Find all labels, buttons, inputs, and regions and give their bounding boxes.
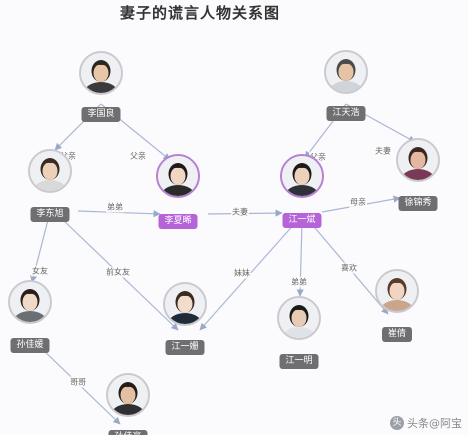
edge-label: 弟弟 xyxy=(106,201,124,213)
edge-label: 妹妹 xyxy=(233,267,251,279)
edge-label: 夫妻 xyxy=(374,145,392,157)
person-name-tag[interactable]: 孙佳豪 xyxy=(108,430,148,435)
person-name-tag[interactable]: 崔倩 xyxy=(381,327,413,342)
person-name-tag[interactable]: 李东旭 xyxy=(30,207,70,222)
person-portrait-icon xyxy=(30,151,70,191)
edge-label: 夫妻 xyxy=(231,206,249,218)
edge-label: 喜欢 xyxy=(340,262,358,274)
edge-label: 父亲 xyxy=(309,151,327,163)
avatar-photo[interactable] xyxy=(156,154,200,198)
toutiao-logo-icon: 头 xyxy=(390,416,404,430)
person-name-tag[interactable]: 徐锦秀 xyxy=(398,196,438,211)
person-portrait-icon xyxy=(158,156,198,196)
avatar-photo[interactable] xyxy=(396,138,440,182)
avatar-photo[interactable] xyxy=(163,282,207,326)
person-portrait-icon xyxy=(108,375,148,415)
avatar-photo[interactable] xyxy=(28,149,72,193)
watermark-text: 头条@阿宝 xyxy=(407,417,462,430)
edge-label: 父亲 xyxy=(129,150,147,162)
edge-label: 哥哥 xyxy=(69,376,87,388)
avatar-photo[interactable] xyxy=(79,51,123,95)
edge-label: 前女友 xyxy=(105,266,131,278)
edge-label: 女友 xyxy=(31,265,49,277)
avatar-photo[interactable] xyxy=(277,296,321,340)
person-name-tag[interactable]: 孙佳媛 xyxy=(10,338,50,353)
person-name-tag[interactable]: 江一斌 xyxy=(282,213,322,228)
person-name-tag[interactable]: 李夏晞 xyxy=(158,214,198,229)
person-portrait-icon xyxy=(279,298,319,338)
avatar-photo[interactable] xyxy=(8,280,52,324)
edge-label: 父亲 xyxy=(59,150,77,162)
edge-label: 弟弟 xyxy=(290,276,308,288)
person-name-tag[interactable]: 江天浩 xyxy=(326,106,366,121)
edge-label: 母亲 xyxy=(349,196,367,208)
avatar-photo[interactable] xyxy=(106,373,150,417)
person-name-tag[interactable]: 江一明 xyxy=(279,354,319,369)
person-portrait-icon xyxy=(326,52,366,92)
watermark: 头 头条@阿宝 xyxy=(390,415,462,431)
person-name-tag[interactable]: 李国良 xyxy=(81,107,121,122)
person-portrait-icon xyxy=(377,271,417,311)
diagram-title: 妻子的谎言人物关系图 xyxy=(119,4,280,22)
person-portrait-icon xyxy=(81,53,121,93)
person-name-tag[interactable]: 江一姗 xyxy=(165,340,205,355)
avatar-photo[interactable] xyxy=(375,269,419,313)
person-portrait-icon xyxy=(10,282,50,322)
avatar-photo[interactable] xyxy=(280,154,324,198)
person-portrait-icon xyxy=(165,284,205,324)
person-portrait-icon xyxy=(398,140,438,180)
person-portrait-icon xyxy=(282,156,322,196)
avatar-photo[interactable] xyxy=(324,50,368,94)
edge-line-e5 xyxy=(77,210,161,218)
